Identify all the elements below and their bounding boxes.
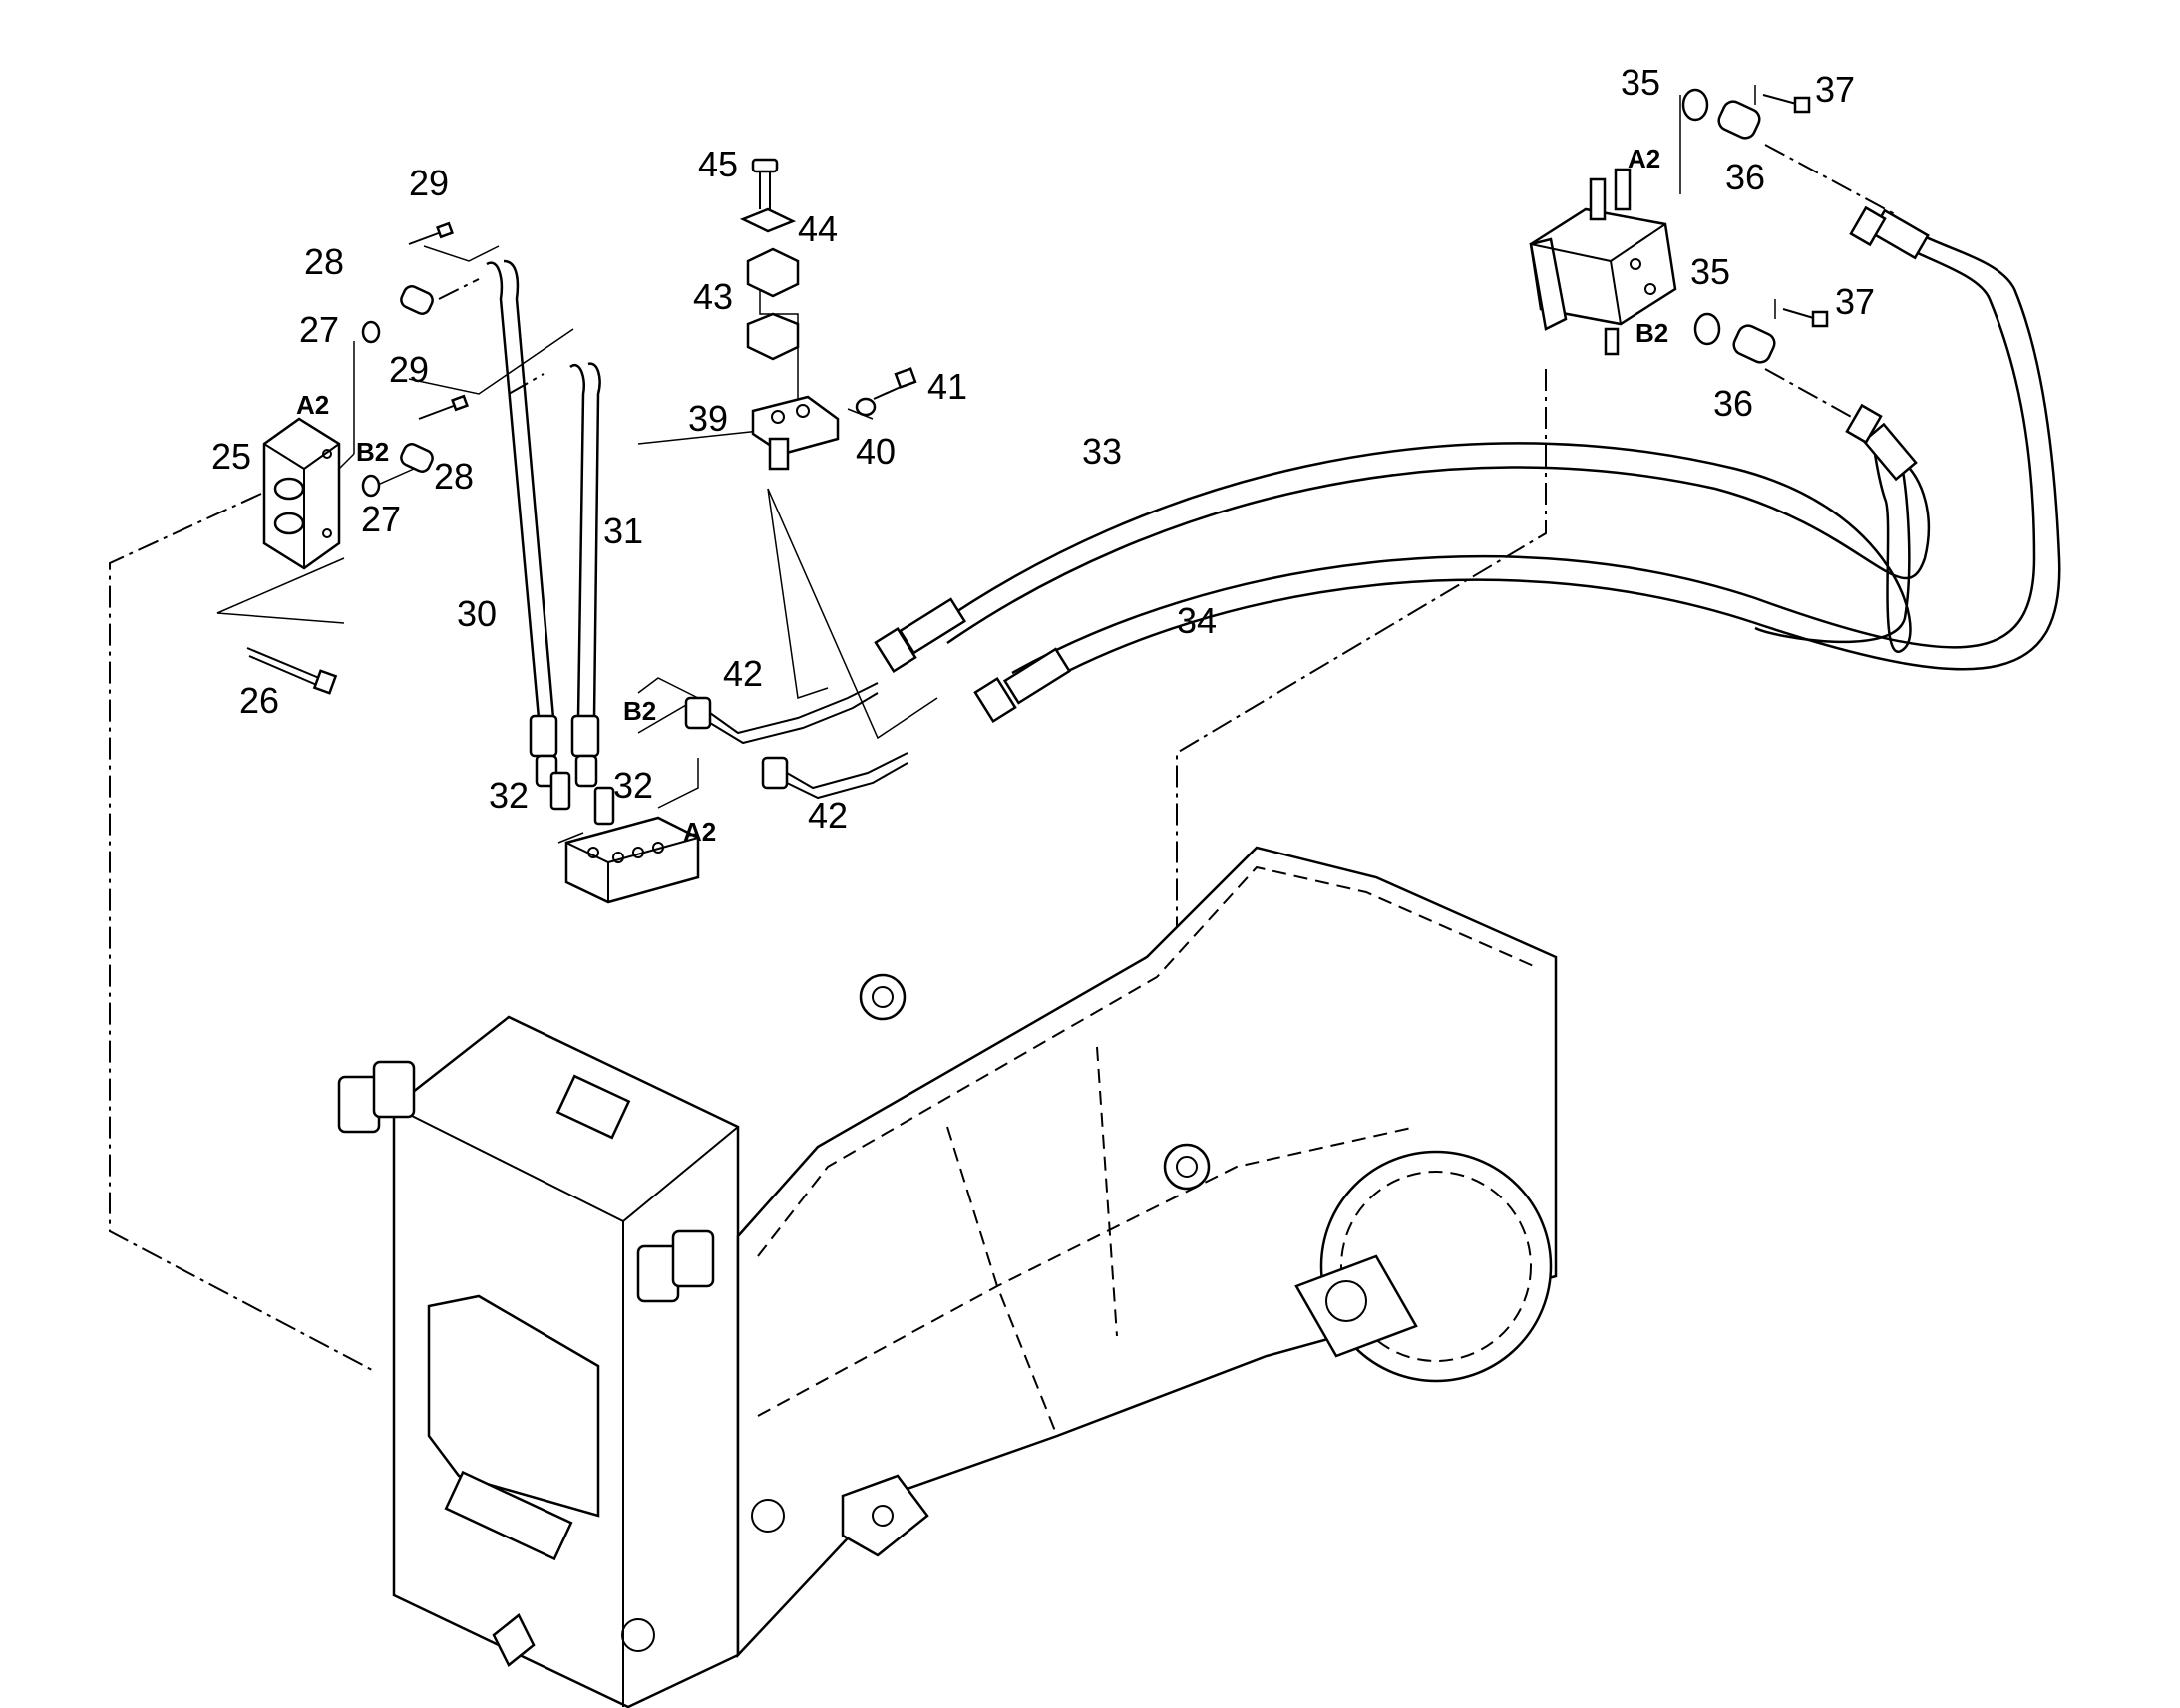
leader-b2-flange [1764,368,1856,420]
callout-28a: 28 [304,241,344,282]
callout-32a: 32 [489,775,529,816]
callout-39: 39 [688,398,728,439]
callout-27a: 27 [299,309,339,350]
leader-valve-to-frame [109,493,375,1372]
leader-b2-left [508,373,545,395]
callout-labels: 25 26 27 27 28 28 29 29 30 31 32 32 33 3… [211,62,1875,847]
port-tag-b2-right: B2 [1635,318,1668,348]
callout-37b: 37 [1835,281,1875,322]
callout-44: 44 [798,208,838,249]
callout-30: 30 [457,593,497,634]
callout-32b: 32 [613,765,653,806]
control-valve-25 [262,417,341,570]
bolt-26 [246,647,338,695]
callout-45: 45 [698,144,738,184]
callout-41: 41 [927,366,967,407]
callout-28b: 28 [434,456,474,497]
callout-40: 40 [856,431,896,472]
leader-a2-flange [1764,144,1896,215]
callout-29a: 29 [409,163,449,203]
chassis-frame [337,846,1558,1708]
leader-a2-left [438,278,480,300]
hose-fittings [874,205,1930,724]
callout-35a: 35 [1621,62,1660,103]
callout-36a: 36 [1725,157,1765,197]
callout-35b: 35 [1690,251,1730,292]
adapter-32 [549,771,615,826]
callout-31: 31 [603,511,643,551]
callout-34: 34 [1177,600,1217,641]
callout-26: 26 [239,680,279,721]
port-tag-a2-pipe: A2 [683,817,716,847]
distribution-block [564,816,700,904]
callout-37a: 37 [1815,69,1855,110]
callout-29b: 29 [389,349,429,390]
callout-42b: 42 [808,795,848,836]
callout-27b: 27 [361,499,401,539]
pipe-42 [684,682,908,800]
hose-34 [1011,227,2061,695]
callout-33: 33 [1082,431,1122,472]
callout-42a: 42 [723,653,763,694]
assembly-lines [216,85,1776,844]
hose-30 [486,259,558,788]
hose-33 [931,437,1931,653]
flange-set-right [1681,88,1829,364]
callout-36b: 36 [1713,383,1753,424]
bracket-assembly [739,158,917,471]
flange-set-left [361,221,469,498]
port-tag-a2-left: A2 [296,390,329,420]
port-tag-b2-left: B2 [356,437,389,467]
port-tag-a2-right: A2 [1628,144,1660,173]
hose-31 [569,362,601,788]
callout-43: 43 [693,276,733,317]
control-valve-right [1529,168,1677,356]
callout-25: 25 [211,436,251,477]
port-tag-b2-pipe: B2 [623,696,656,726]
